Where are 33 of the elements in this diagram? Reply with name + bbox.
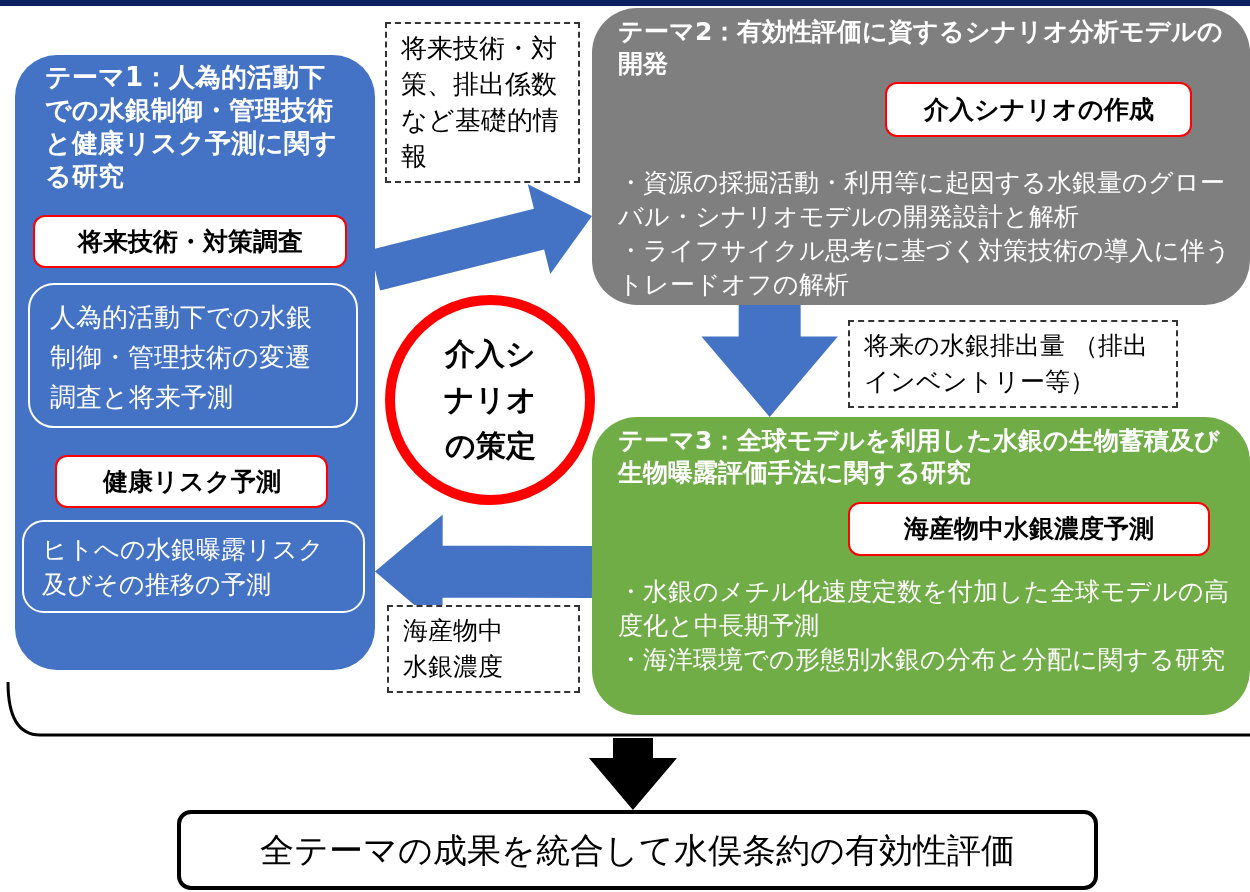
result-text: 全テーマの成果を統合して水俣条約の有効性評価 [260, 830, 1015, 870]
block-arrow [701, 305, 838, 417]
bullet-text: ・資源の採掘活動・利用等に起因する水銀量のグローバル・シナリオモデルの開発設計と解析 [618, 167, 1226, 233]
theme-heading: テーマ2：有効性評価に資するシナリオ分析モデルの開発 [618, 16, 1225, 80]
topic-tag [848, 502, 1210, 556]
bullet-text: ・ライフサイクル思考に基づく対策技術の導入に伴うトレードオフの解析 [618, 235, 1232, 301]
topic-tag [55, 455, 328, 508]
tag-label: 海産物中水銀濃度予測 [904, 514, 1154, 544]
note-text: 将来の水銀排出量 （排出インベントリー等） [864, 330, 1149, 398]
description-text: 人為的活動下での水銀制御・管理技術の変遷調査と将来予測 [50, 301, 313, 414]
result-box [177, 810, 1098, 890]
topic-tag [33, 215, 347, 268]
bullet-text: ・水銀のメチル化速度定数を付加した全球モデルの高度化と中長期予測 [618, 576, 1230, 642]
tag-label: 健康リスク予測 [102, 466, 281, 497]
theme-heading: テーマ1：人為的活動下での水銀制御・管理技術と健康リスク予測に関する研究 [45, 61, 338, 193]
dashed-note-box [848, 320, 1178, 408]
description-box [22, 520, 365, 613]
dashed-note-box [387, 605, 580, 693]
dashed-note-box [385, 22, 580, 183]
tag-label: 介入シナリオの作成 [923, 94, 1154, 125]
theme-heading: テーマ3：全球モデルを利用した水銀の生物蓄積及び生物曝露評価手法に関する研究 [618, 425, 1222, 489]
circle-label: 介入シナリオの策定 [442, 335, 538, 465]
note-text: 海産物中水銀濃度 [403, 615, 504, 683]
theme-panel [592, 8, 1250, 305]
block-arrow [588, 737, 677, 810]
note-text: 将来技術・対策、排出係数など基礎的情報 [401, 32, 560, 173]
description-text: ヒトへの水銀曝露リスク及びその推移の予測 [42, 534, 325, 601]
topic-tag [885, 82, 1192, 137]
theme-panel [15, 55, 375, 670]
theme-panel [592, 417, 1250, 715]
description-box [28, 283, 358, 428]
tag-label: 将来技術・対策調査 [77, 226, 303, 257]
bullet-text: ・海洋環境での形態別水銀の分布と分配に関する研究 [618, 644, 1226, 676]
